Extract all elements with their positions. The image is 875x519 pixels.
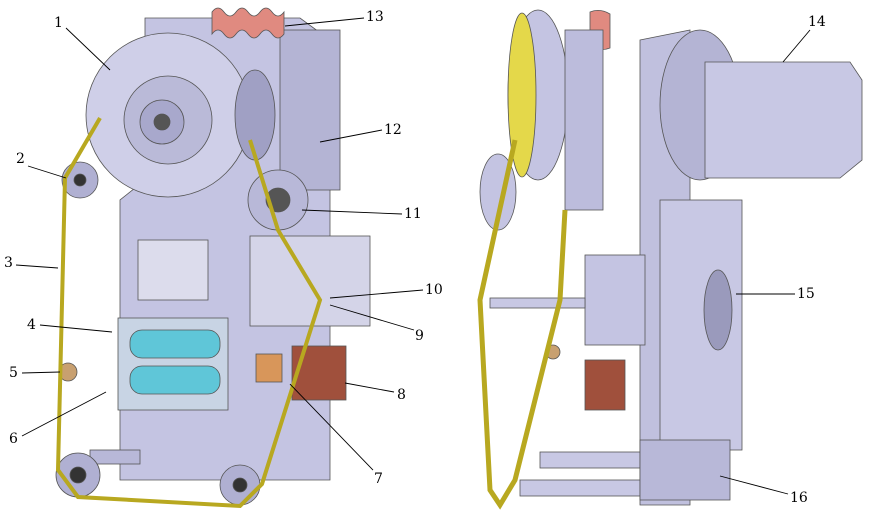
lower-shaft-2 bbox=[519, 479, 641, 497]
belt-right bbox=[477, 139, 568, 510]
callout-1: 1 bbox=[54, 15, 63, 31]
callout-10: 10 bbox=[425, 282, 443, 298]
callout-3: 3 bbox=[4, 255, 13, 271]
callout-9: 9 bbox=[415, 328, 424, 344]
callout-4: 4 bbox=[27, 317, 36, 333]
plate-hole bbox=[703, 269, 733, 351]
pulley-bore bbox=[153, 113, 171, 131]
belt-3 bbox=[55, 116, 323, 509]
callout-14: 14 bbox=[808, 14, 826, 30]
left-view bbox=[55, 7, 371, 509]
shaft-lower bbox=[89, 449, 141, 465]
bore bbox=[69, 466, 87, 484]
callout-2: 2 bbox=[16, 151, 25, 167]
bracket-7 bbox=[255, 353, 283, 383]
callout-12: 12 bbox=[384, 122, 402, 138]
callout-13: 13 bbox=[366, 9, 384, 25]
pulley-edge bbox=[507, 12, 537, 178]
callout-16: 16 bbox=[790, 490, 808, 506]
motor-14 bbox=[704, 61, 863, 179]
arm bbox=[564, 29, 604, 211]
cylinder-top bbox=[129, 329, 221, 359]
leader-lines bbox=[15, 17, 811, 495]
callout-15: 15 bbox=[797, 286, 815, 302]
callout-7: 7 bbox=[374, 471, 383, 487]
block-8 bbox=[291, 345, 347, 401]
upper-cylinder-block bbox=[137, 239, 209, 301]
block-right bbox=[584, 254, 646, 346]
base-block-16 bbox=[639, 439, 731, 501]
bore bbox=[232, 477, 248, 493]
callout-11: 11 bbox=[404, 206, 422, 222]
block-brown bbox=[584, 359, 626, 411]
callout-8: 8 bbox=[397, 387, 406, 403]
idler-bore bbox=[73, 173, 87, 187]
right-view bbox=[477, 9, 863, 510]
upper-bracket bbox=[279, 29, 341, 191]
callout-5: 5 bbox=[9, 365, 18, 381]
cylinder-bottom bbox=[129, 365, 221, 395]
shaft-1 bbox=[489, 297, 586, 309]
pulley-rim bbox=[234, 69, 276, 161]
spring bbox=[211, 7, 285, 39]
lower-shaft-1 bbox=[539, 451, 641, 469]
callout-6: 6 bbox=[9, 431, 18, 447]
